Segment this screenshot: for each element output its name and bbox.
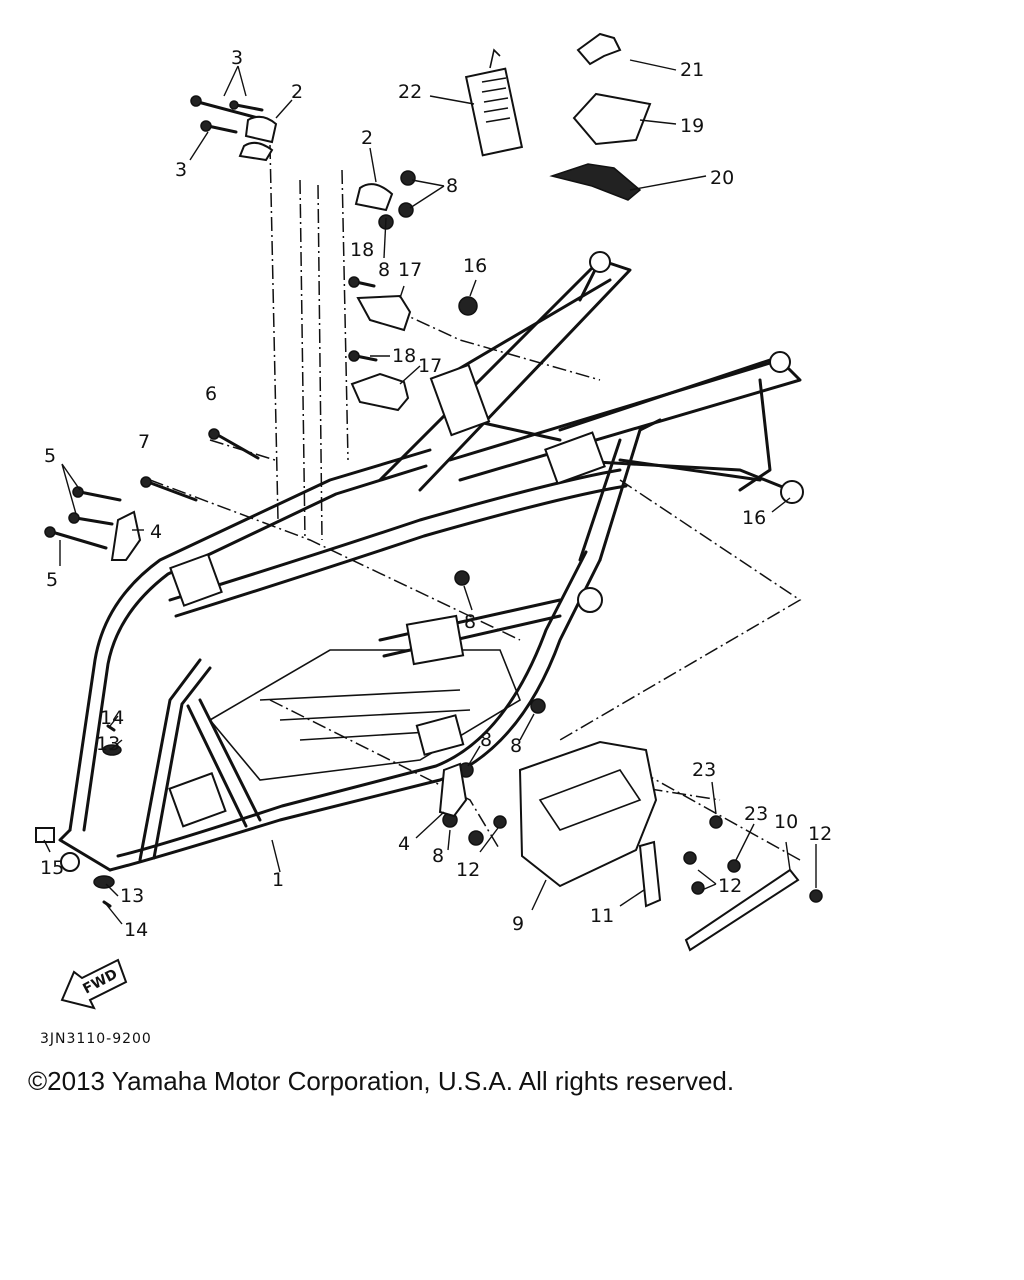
callout-2-mid: 2 bbox=[361, 127, 373, 149]
callout-12-left: 12 bbox=[456, 859, 480, 881]
callout-23-left: 23 bbox=[692, 759, 716, 781]
callout-18-mid: 18 bbox=[392, 345, 416, 367]
callout-17-top: 17 bbox=[398, 259, 422, 281]
callout-20: 20 bbox=[710, 167, 734, 189]
frame-exploded-diagram: FWD bbox=[35, 32, 832, 1010]
callout-5-bottom: 5 bbox=[46, 569, 58, 591]
callout-11: 11 bbox=[590, 905, 614, 927]
fasteners bbox=[35, 32, 804, 908]
callout-9: 9 bbox=[512, 913, 524, 935]
assembly-lines bbox=[149, 144, 802, 861]
battery-box-assembly bbox=[493, 740, 823, 952]
callout-22: 22 bbox=[398, 81, 422, 103]
callout-3-left: 3 bbox=[175, 159, 187, 181]
callout-16-right: 16 bbox=[742, 507, 766, 529]
callout-18-top: 18 bbox=[350, 239, 374, 261]
callout-13-upper: 13 bbox=[96, 733, 120, 755]
callout-21: 21 bbox=[680, 59, 704, 81]
callout-4-upper: 4 bbox=[150, 521, 162, 543]
callout-8-center: 8 bbox=[464, 611, 476, 633]
callout-12-right: 12 bbox=[808, 823, 832, 845]
callout-23-right: 23 bbox=[744, 803, 768, 825]
callout-10: 10 bbox=[774, 811, 798, 833]
callout-6: 6 bbox=[205, 383, 217, 405]
main-frame bbox=[58, 251, 802, 872]
callout-13-lower: 13 bbox=[120, 885, 144, 907]
callout-3-top: 3 bbox=[231, 47, 243, 69]
callout-4-lower: 4 bbox=[398, 833, 410, 855]
callout-12-mid: 12 bbox=[718, 875, 742, 897]
copyright-notice: ©2013 Yamaha Motor Corporation, U.S.A. A… bbox=[28, 1066, 735, 1096]
callout-17-mid: 17 bbox=[418, 355, 442, 377]
callout-8-bottom: 8 bbox=[432, 845, 444, 867]
callout-14-lower: 14 bbox=[124, 919, 148, 941]
callout-16-top: 16 bbox=[463, 255, 487, 277]
callout-2-left: 2 bbox=[291, 81, 303, 103]
callout-19: 19 bbox=[680, 115, 704, 137]
callout-15: 15 bbox=[40, 857, 64, 879]
callout-8-upper: 8 bbox=[378, 259, 390, 281]
leader-lines bbox=[43, 59, 817, 925]
callouts: 3 3 2 2 22 21 19 20 8 8 18 17 16 18 17 6… bbox=[40, 47, 832, 941]
callout-8-right: 8 bbox=[510, 735, 522, 757]
callout-1: 1 bbox=[272, 869, 284, 891]
fwd-arrow: FWD bbox=[60, 958, 128, 1010]
callout-8-lower: 8 bbox=[480, 729, 492, 751]
callout-7: 7 bbox=[138, 431, 150, 453]
callout-8-top: 8 bbox=[446, 175, 458, 197]
callout-5-top: 5 bbox=[44, 445, 56, 467]
callout-14-upper: 14 bbox=[100, 707, 124, 729]
diagram-part-number: 3JN3110-9200 bbox=[40, 1031, 152, 1047]
